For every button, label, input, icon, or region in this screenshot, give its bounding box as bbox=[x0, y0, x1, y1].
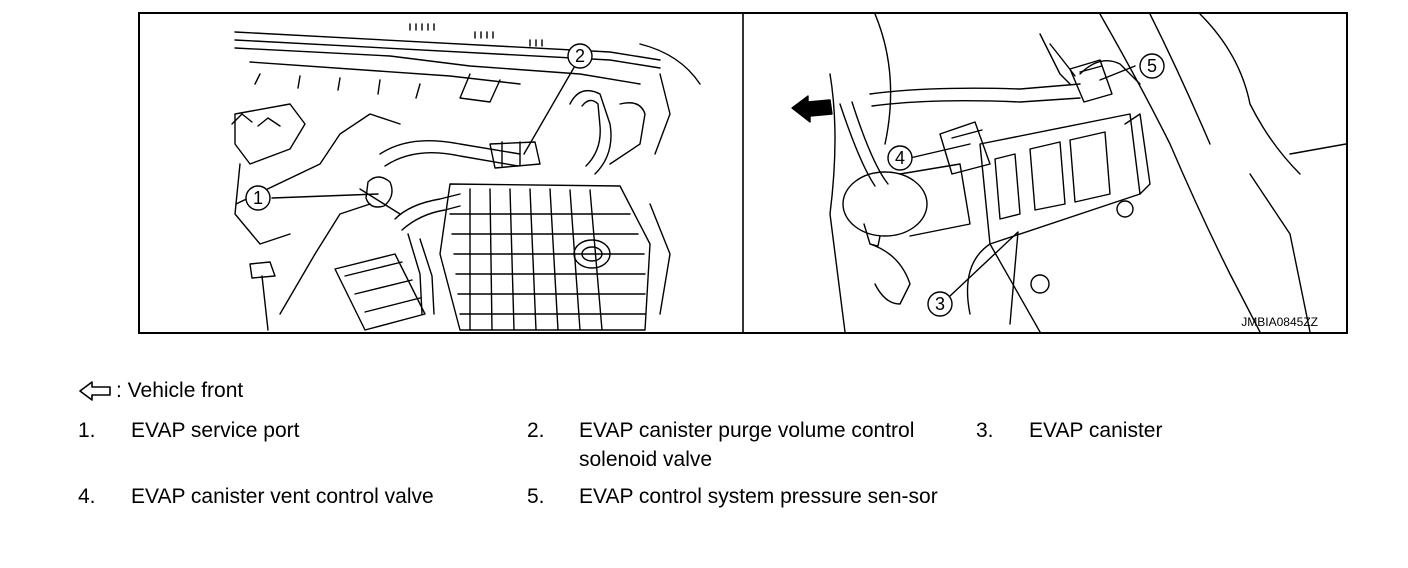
right-panel-drawing bbox=[829, 14, 1346, 332]
legend-item-number: 2. bbox=[527, 419, 545, 442]
legend-item-text: EVAP canister vent control valve bbox=[131, 485, 434, 508]
engine-component-figure: 1 2 3 4 5 JMBIA0845ZZ bbox=[138, 12, 1348, 334]
legend-item-text: EVAP control system pressure sen-sor bbox=[579, 485, 938, 508]
engine-illustration: 1 2 3 4 5 bbox=[231, 14, 1346, 332]
callout-4-label: 4 bbox=[895, 148, 905, 168]
leader-line-4 bbox=[909, 143, 971, 159]
legend-item-4: 4. EVAP canister vent control valve bbox=[78, 482, 518, 512]
vehicle-front-legend: : Vehicle front bbox=[78, 376, 243, 406]
callout-3-label: 3 bbox=[935, 294, 945, 314]
legend-item-number: 3. bbox=[976, 419, 994, 442]
front-arrow-icon bbox=[791, 95, 833, 123]
leader-line-3 bbox=[949, 231, 1019, 325]
hollow-arrow-left-icon bbox=[79, 381, 111, 401]
legend-item-number: 4. bbox=[78, 485, 96, 508]
legend-item-2: 2. EVAP canister purge volume control so… bbox=[527, 416, 967, 476]
callout-5: 5 bbox=[1139, 53, 1165, 79]
vehicle-front-label: : Vehicle front bbox=[116, 379, 244, 402]
legend-item-1: 1. EVAP service port bbox=[78, 416, 498, 446]
leader-line-1 bbox=[271, 193, 379, 199]
legend-item-text: EVAP canister bbox=[1029, 419, 1163, 442]
legend-item-text: EVAP service port bbox=[131, 419, 300, 442]
callout-1: 1 bbox=[245, 185, 271, 211]
leader-line-2 bbox=[523, 63, 577, 155]
callout-2: 2 bbox=[567, 43, 593, 69]
legend-item-number: 1. bbox=[78, 419, 96, 442]
leader-line-5 bbox=[1099, 65, 1136, 81]
legend-item-5: 5. EVAP control system pressure sen-sor bbox=[527, 482, 967, 542]
legend-item-3: 3. EVAP canister bbox=[976, 416, 1276, 446]
image-code: JMBIA0845ZZ bbox=[1241, 315, 1318, 329]
callout-2-label: 2 bbox=[575, 46, 585, 66]
legend-item-number: 5. bbox=[527, 485, 545, 508]
callout-1-label: 1 bbox=[253, 188, 263, 208]
left-panel-drawing bbox=[231, 23, 701, 331]
legend-item-text: EVAP canister purge volume control solen… bbox=[579, 419, 915, 471]
callout-3: 3 bbox=[927, 291, 953, 317]
callout-4: 4 bbox=[887, 145, 913, 171]
callout-5-label: 5 bbox=[1147, 56, 1157, 76]
